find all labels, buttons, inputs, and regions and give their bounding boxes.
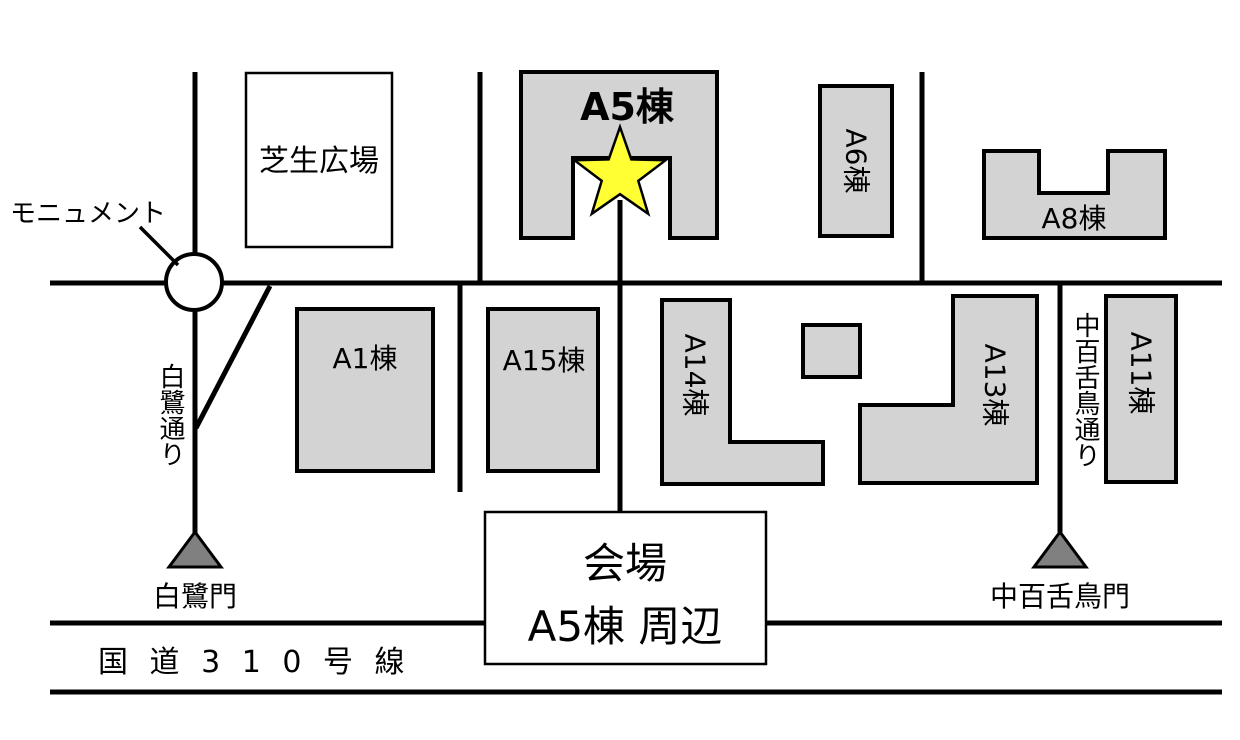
shirasagi-gate-label: 白鷺門 — [153, 580, 237, 613]
building-a14 — [660, 298, 825, 486]
monument-label: モニュメント — [10, 199, 166, 229]
lawn-plaza — [244, 71, 394, 249]
building-a8 — [982, 149, 1167, 240]
mozu-gate-triangle-icon — [1031, 529, 1089, 569]
building-a14-label: A14棟 — [679, 334, 712, 417]
mozu-dori-label: 中百舌鳥通り — [1070, 312, 1100, 468]
building-a8-label: A8棟 — [1042, 202, 1107, 235]
route-310-label: 国 道 3 1 0 号 線 — [98, 645, 410, 680]
shirasagi-dori-label: 白鷺通り — [155, 363, 185, 467]
monument-pointer-line — [138, 225, 180, 267]
building-a11 — [1104, 294, 1178, 484]
monument-circle-icon — [164, 252, 224, 312]
diagonal-road — [193, 284, 273, 430]
building-a13-label: A13棟 — [979, 344, 1012, 427]
small-building — [801, 323, 862, 379]
venue-title-box — [483, 510, 768, 666]
mozu-gate-label: 中百舌鳥門 — [990, 580, 1130, 613]
building-a6 — [818, 84, 894, 238]
venue-star-icon — [570, 123, 670, 217]
lawn-plaza-label: 芝生広場 — [259, 144, 379, 179]
venue-title-line2: A5棟 周辺 — [528, 602, 723, 651]
building-a15 — [486, 307, 600, 473]
building-a5-label: A5棟 — [580, 85, 675, 129]
building-a1 — [295, 307, 435, 473]
building-a13 — [858, 294, 1039, 485]
building-a1-label: A1棟 — [333, 342, 398, 375]
building-a15-label: A15棟 — [503, 344, 586, 377]
shirasagi-gate-triangle-icon — [166, 529, 224, 569]
building-a6-label: A6棟 — [840, 129, 873, 194]
building-a11-label: A11棟 — [1125, 332, 1158, 415]
venue-title-line1: 会場 — [583, 539, 667, 588]
